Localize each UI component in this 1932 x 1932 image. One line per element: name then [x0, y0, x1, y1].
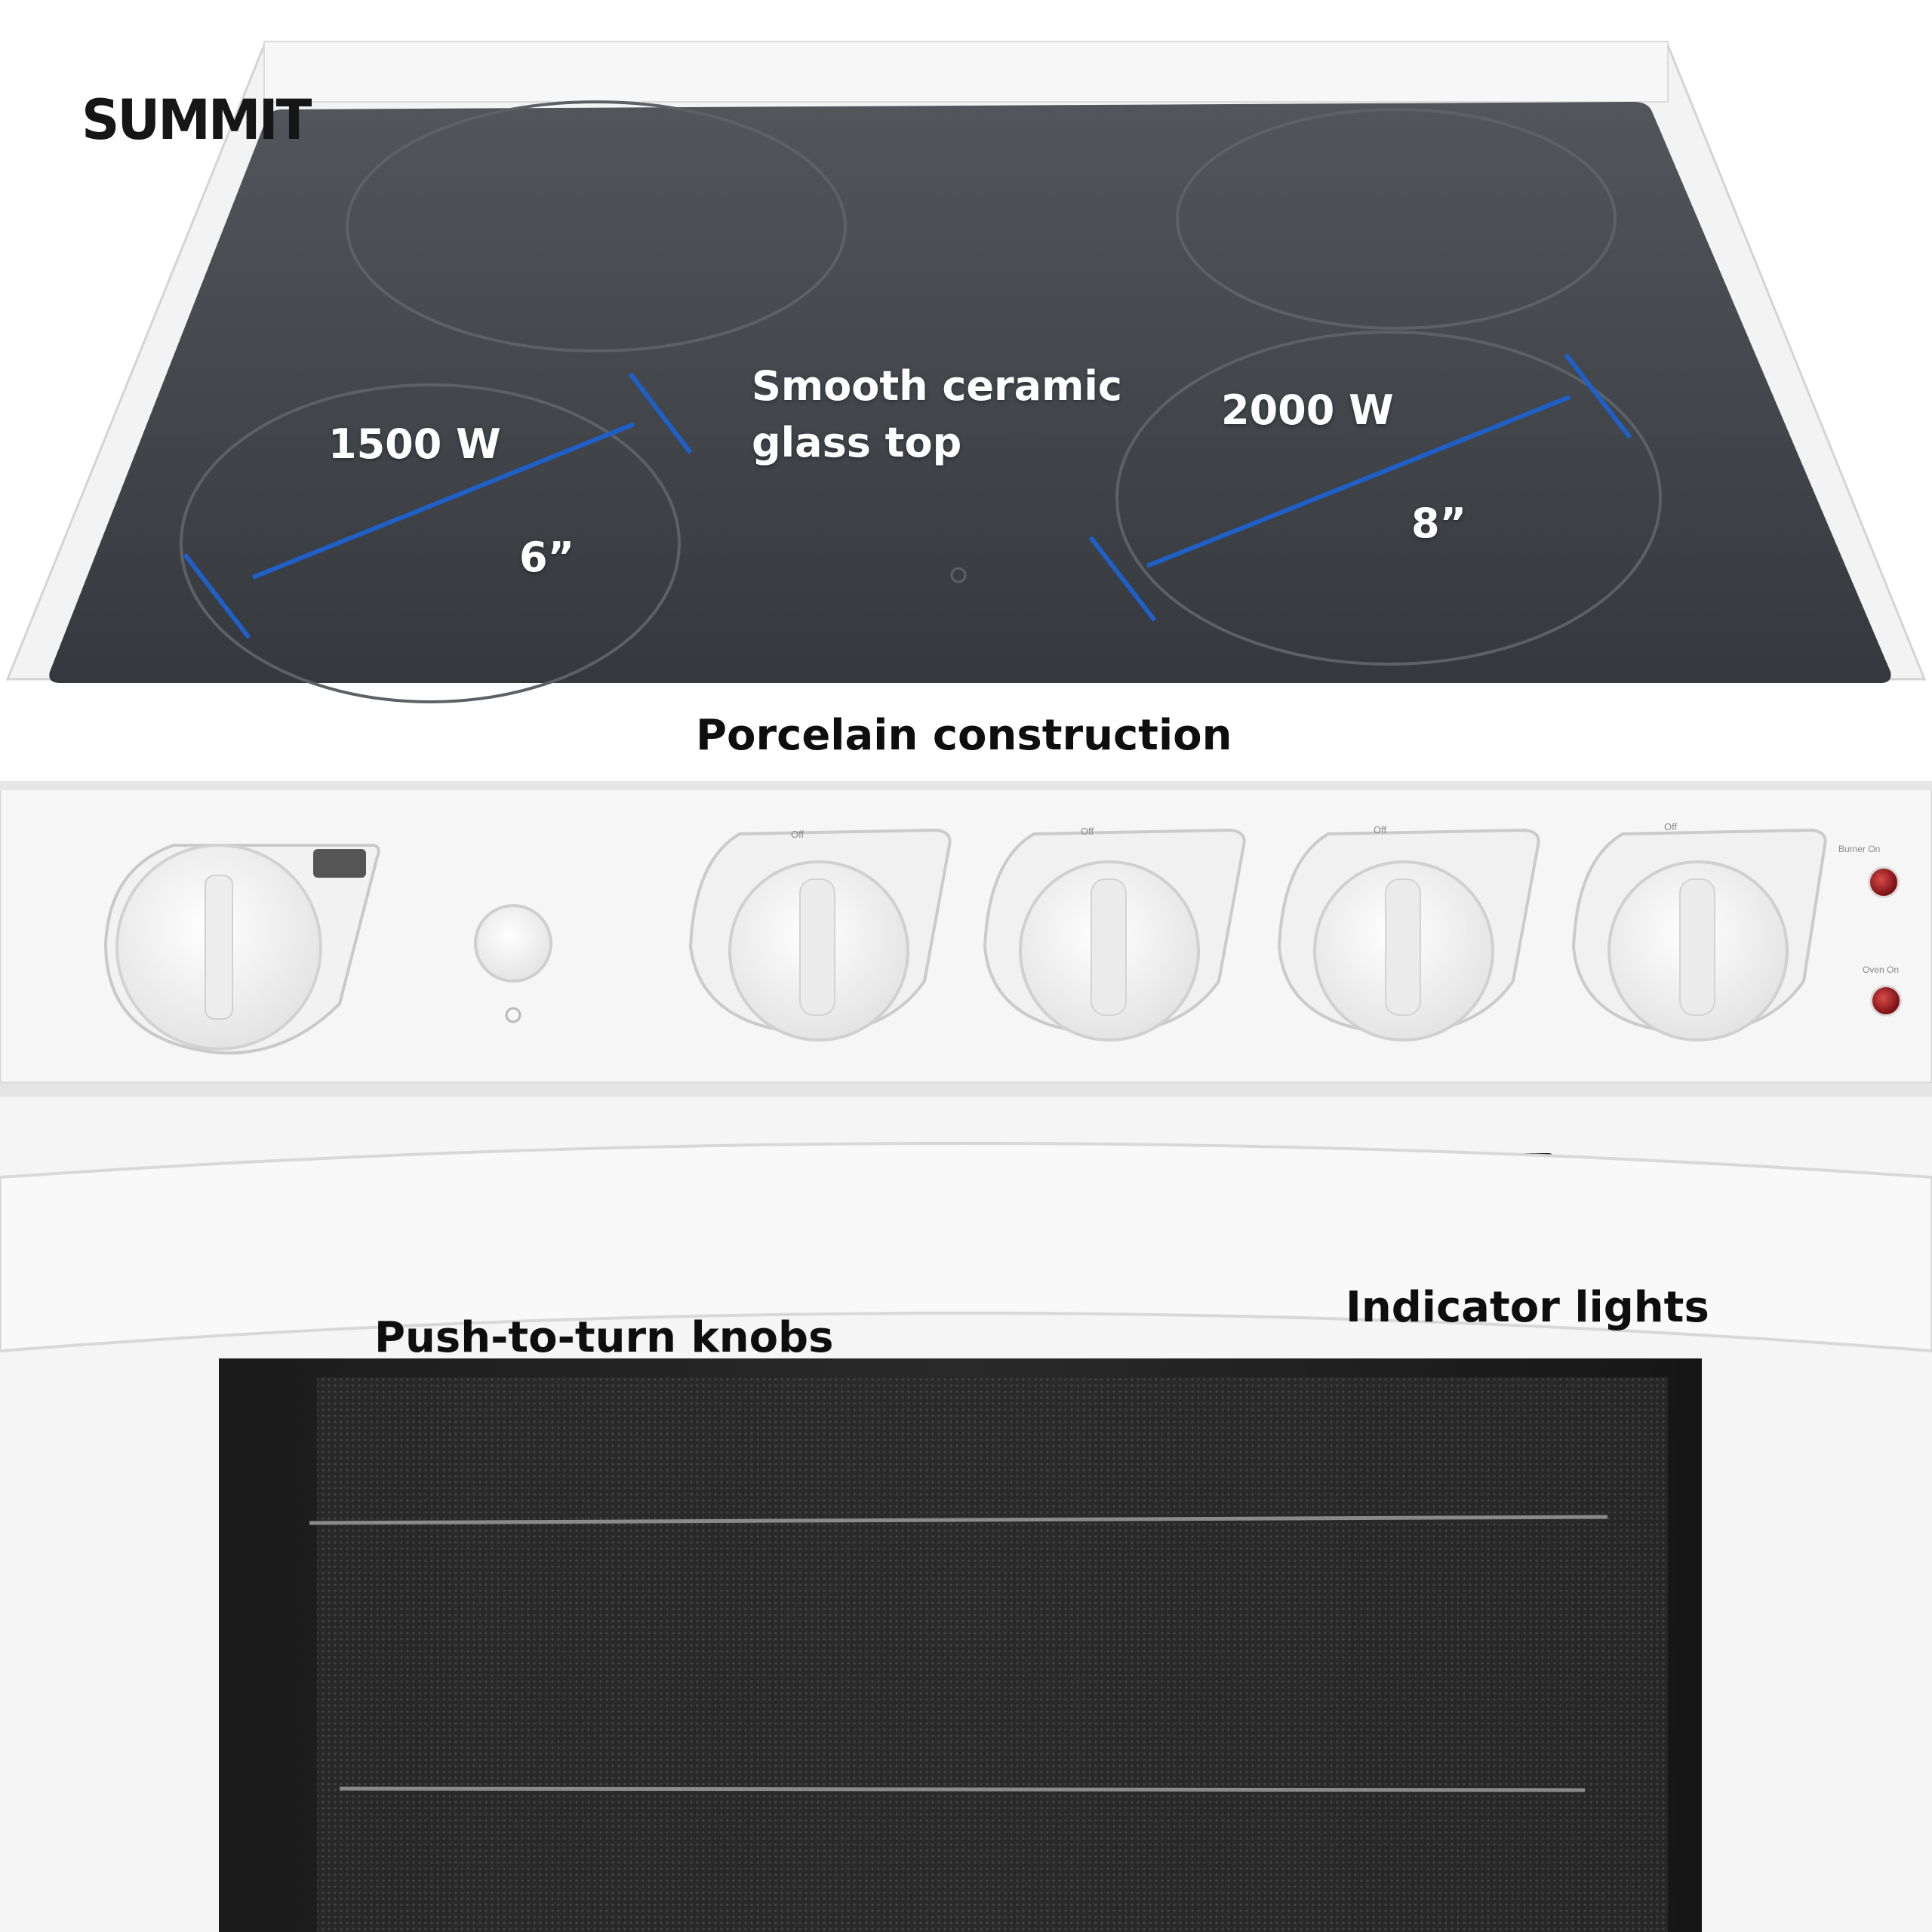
porcelain-construction-label: Porcelain construction [696, 711, 1232, 760]
burner-knob-4[interactable] [1571, 828, 1827, 1041]
summit-logo: SUMMIT [82, 87, 312, 153]
burner-ring-front-right [1115, 331, 1662, 666]
knob-4-off-label: Off [1664, 821, 1678, 832]
back-rim [263, 41, 1669, 103]
right-burner-wattage-label: 2000 W [1221, 386, 1394, 434]
burner-ring-back-left [346, 100, 847, 352]
oven-thermostat-knob[interactable] [103, 844, 380, 1055]
knob-2-off-label: Off [1081, 826, 1094, 837]
oven-light-button[interactable] [474, 904, 552, 1023]
oven-door-handle [0, 1142, 1932, 1353]
dimension-line-6in [183, 372, 693, 639]
oven-on-indicator-light [1870, 985, 1902, 1017]
knob-3-off-label: Off [1374, 824, 1387, 835]
glass-top-label-line2: glass top [752, 419, 962, 466]
ceramic-glass-top [49, 102, 1891, 683]
burner-on-indicator-light [1868, 866, 1900, 898]
burner-knob-1[interactable] [688, 828, 952, 1041]
knob-1-off-label: Off [791, 829, 804, 840]
glass-top-label-line1: Smooth ceramic [752, 362, 1122, 410]
burner-knob-3[interactable] [1277, 828, 1540, 1041]
push-to-turn-knobs-label: Push-to-turn knobs [374, 1313, 834, 1362]
oven-rack-lower [339, 1786, 1586, 1792]
indicator-lights-label: Indicator lights [1346, 1283, 1709, 1332]
left-burner-wattage-label: 1500 W [328, 420, 501, 468]
oven-rack-upper [309, 1515, 1608, 1525]
left-burner-size-label: 6” [519, 534, 575, 581]
burner-on-caption: Burner On [1838, 844, 1881, 854]
burner-knob-2[interactable] [983, 828, 1246, 1041]
right-burner-size-label: 8” [1411, 500, 1467, 547]
burner-ring-back-right [1176, 108, 1617, 330]
dimension-line-8in [1088, 353, 1632, 622]
burner-ring-front-left [180, 383, 681, 703]
oven-on-caption: Oven On [1863, 964, 1900, 975]
